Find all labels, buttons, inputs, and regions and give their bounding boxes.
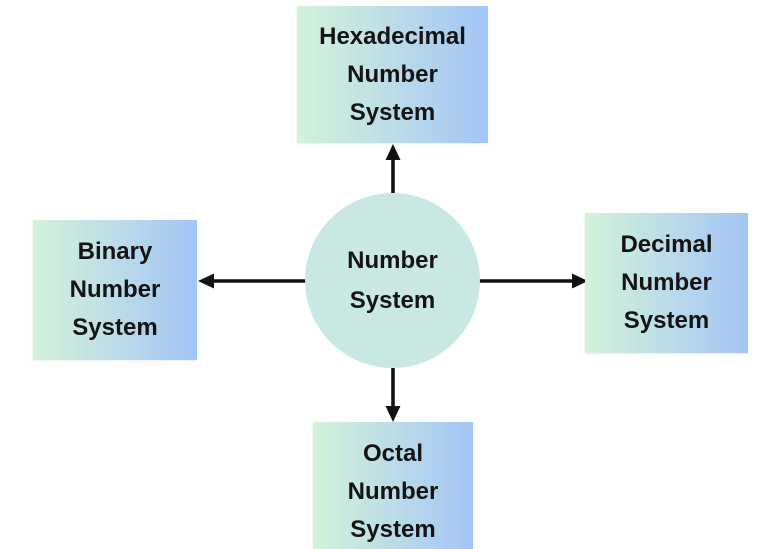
node-label-line: System	[349, 98, 436, 126]
node-binary-number-system: Binary Number System	[33, 220, 197, 360]
node-number-system-center: Number System	[305, 193, 480, 368]
arrow-left-icon	[198, 273, 306, 289]
node-label-line: Number	[69, 276, 161, 303]
node-label-line: Octal	[362, 440, 424, 467]
node-label-line: Number	[347, 478, 439, 505]
node-label-line: System	[623, 307, 710, 334]
node-label-line: Number	[621, 269, 712, 296]
node-label-line: Number	[347, 60, 438, 88]
arrow-right-icon	[478, 273, 588, 289]
node-label-line: Binary	[77, 238, 153, 265]
node-label-line: System	[72, 314, 158, 341]
arrow-down-icon	[385, 368, 401, 422]
node-label-line: Number	[347, 246, 438, 274]
node-label-line: System	[349, 286, 436, 314]
node-octal-number-system: Octal Number System	[313, 422, 473, 549]
node-label-line: System	[350, 516, 436, 543]
node-label-line: Hexadecimal	[319, 22, 466, 50]
node-hexadecimal-number-system: Hexadecimal Number System	[297, 6, 488, 143]
node-label-line: Decimal	[620, 231, 713, 258]
arrow-up-icon	[385, 144, 401, 193]
node-decimal-number-system: Decimal Number System	[585, 213, 748, 353]
